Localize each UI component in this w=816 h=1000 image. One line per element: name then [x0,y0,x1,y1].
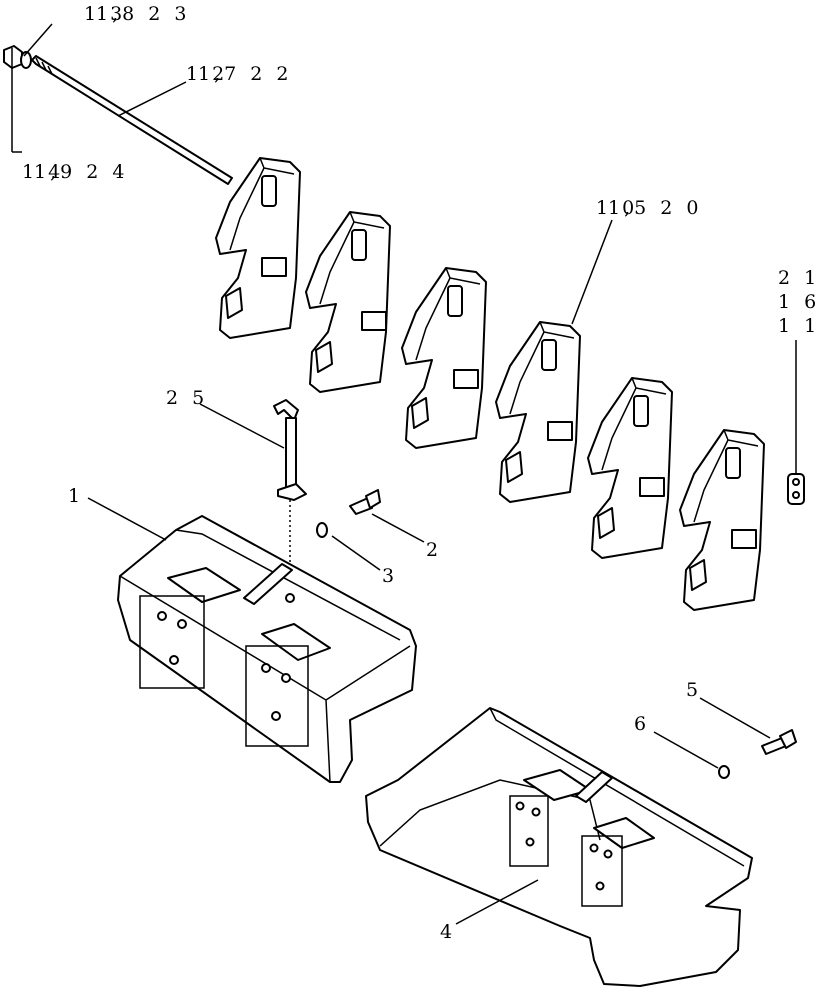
long-rod-part [31,55,233,185]
callout-10: 1 0 [596,197,638,219]
suitcase-weight [679,429,765,611]
callout-11: 1 1 [778,315,816,337]
callout-4: 4 [440,921,456,943]
lynch-pin-part [273,399,307,590]
leader-lines [11,23,797,925]
front-weight-bracket-part [117,515,417,783]
rear-weight-bracket-part [365,707,753,987]
callout-25: 2 5 [166,387,208,409]
callout-6: 6 [634,713,650,735]
washer-part [316,522,328,538]
callout-12-ref: 1,7 2 2 [198,63,292,85]
callout-14: 1 4 [22,161,64,183]
callout-14-ref: 1,9 2 4 [34,161,128,183]
callout-2: 2 [426,539,442,561]
callout-13-ref: 1,8 2 3 [96,3,190,25]
small-plate-part [787,473,805,505]
callout-1: 1 [68,485,84,507]
suitcase-weight [587,377,673,559]
bolt-part [349,489,381,515]
callout-5: 5 [686,679,702,701]
callout-21: 2 1 [778,267,816,289]
nut-part [3,45,23,69]
callout-12: 1 2 [186,63,228,85]
callout-16: 1 6 [778,291,816,313]
suitcase-weight [305,211,391,393]
suitcase-weight [401,267,487,449]
callout-10-ref: 1,5 2 0 [608,197,702,219]
suitcase-weight [215,157,301,339]
callout-13: 1 3 [84,3,126,25]
suitcase-weight [495,321,581,503]
nut-part [718,765,730,779]
bolt-part [761,729,797,755]
callout-3: 3 [382,565,398,587]
